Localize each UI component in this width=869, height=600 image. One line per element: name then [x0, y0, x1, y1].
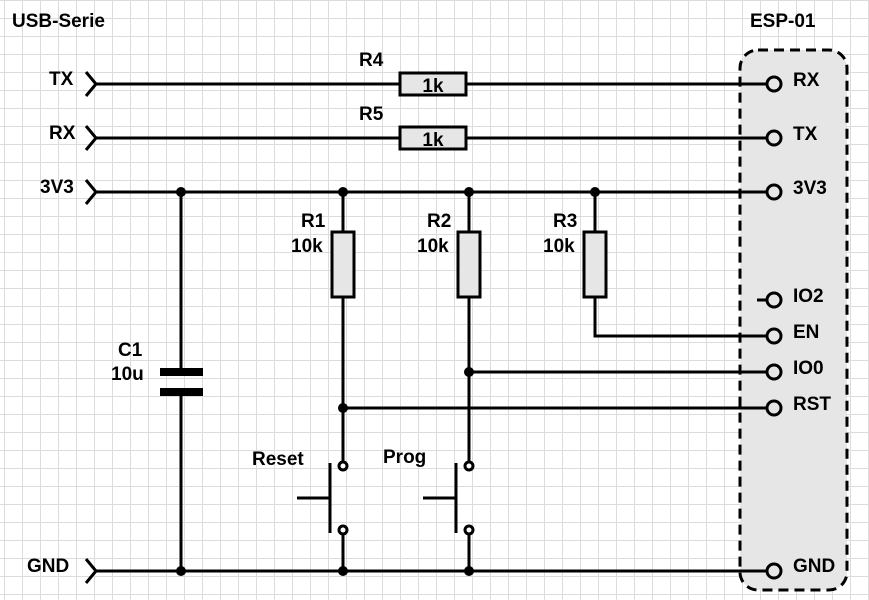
- junction-dot: [338, 403, 348, 413]
- input-label-3v3: 3V3: [40, 177, 74, 198]
- esp-pin-gnd-terminal: [765, 562, 783, 580]
- esp-pin-label-io2: IO2: [793, 286, 824, 307]
- prog-button-label: Prog: [383, 447, 426, 468]
- r1-label: R1: [301, 211, 326, 232]
- v33-connector-icon: [84, 179, 98, 205]
- resistor-r4: [398, 71, 468, 97]
- r3-label: R3: [553, 211, 577, 232]
- esp-pin-label-rst: RST: [793, 394, 831, 415]
- resistor-r3: [582, 230, 608, 299]
- r3-value: 10k: [543, 236, 575, 257]
- r5-label: R5: [359, 104, 384, 125]
- esp-pin-label-en: EN: [793, 322, 819, 343]
- junction-dot: [176, 566, 186, 576]
- resistor-r5: [398, 125, 468, 151]
- r2-value: 10k: [417, 236, 449, 257]
- junction-dot: [464, 566, 474, 576]
- input-label-tx: TX: [49, 69, 74, 90]
- usb-serial-title: USB-Serie: [12, 11, 105, 32]
- esp-pin-3v3-terminal: [765, 183, 783, 201]
- prog-button-switch: [423, 460, 475, 571]
- reset-button-label: Reset: [252, 449, 304, 470]
- esp-pin-tx-terminal: [765, 129, 783, 147]
- resistor-r2: [456, 230, 482, 299]
- junction-dot: [338, 187, 348, 197]
- junction-dot: [464, 367, 474, 377]
- esp-pin-rst-terminal: [765, 399, 783, 417]
- rx-connector-icon: [84, 125, 98, 151]
- c1-plate-top: [160, 368, 203, 376]
- resistor-r1: [330, 230, 356, 299]
- esp01-module-box: [738, 48, 849, 592]
- r4-label: R4: [359, 50, 384, 71]
- esp-pin-io2-terminal: [765, 291, 783, 309]
- esp-pin-rx-terminal: [765, 75, 783, 93]
- input-label-rx: RX: [49, 123, 76, 144]
- esp-pin-label-rx: RX: [793, 70, 820, 91]
- tx-connector-icon: [84, 71, 98, 97]
- r4-value: 1k: [422, 76, 444, 97]
- junction-dot: [176, 187, 186, 197]
- junction-dot: [464, 187, 474, 197]
- input-label-gnd: GND: [27, 556, 69, 577]
- c1-label: C1: [118, 340, 143, 361]
- junction-dot: [590, 187, 600, 197]
- esp-pin-io0-terminal: [765, 363, 783, 381]
- esp01-title: ESP-01: [750, 11, 816, 32]
- c1-value: 10u: [111, 364, 144, 385]
- r5-value: 1k: [422, 130, 444, 151]
- r2-label: R2: [427, 211, 451, 232]
- esp-pin-label-io0: IO0: [793, 358, 824, 379]
- r1-value: 10k: [291, 236, 323, 257]
- c1-plate-bottom: [160, 388, 203, 396]
- esp-pin-en-terminal: [765, 327, 783, 345]
- r3-to-en-wire: [593, 297, 767, 338]
- reset-button-switch: [297, 460, 349, 571]
- esp-pin-label-tx: TX: [793, 124, 818, 145]
- gnd-connector-icon: [84, 558, 98, 584]
- esp-pin-label-3v3: 3V3: [793, 178, 827, 199]
- junction-dot: [338, 566, 348, 576]
- esp-pin-label-gnd: GND: [793, 556, 835, 577]
